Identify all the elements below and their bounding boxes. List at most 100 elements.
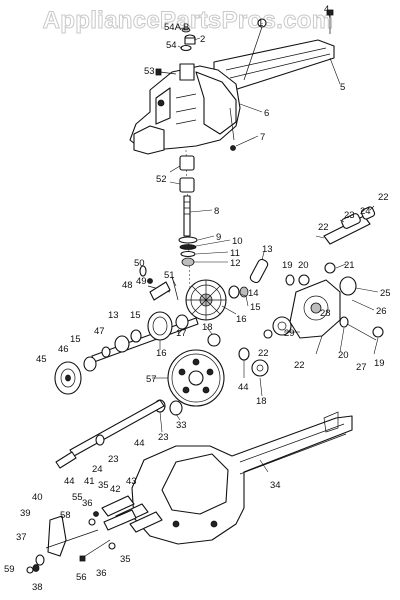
part-label-35a: 35	[98, 480, 109, 491]
shift-shaft-58	[45, 529, 99, 549]
differential-ring	[303, 295, 329, 321]
gear-18-upper	[207, 333, 221, 347]
part-label-23c: 23	[108, 454, 119, 465]
part-label-23b: 23	[158, 432, 169, 443]
part-label-45: 45	[36, 354, 47, 365]
part-label-54: 54	[166, 40, 177, 51]
leader-lines	[152, 11, 379, 473]
part-label-51: 51	[164, 270, 175, 281]
collar-17	[175, 314, 189, 330]
pulley-45-bore	[65, 374, 71, 382]
spring-36b	[108, 542, 116, 550]
pin-56	[81, 539, 111, 559]
part-label-22c: 22	[258, 348, 269, 359]
top-small-parts	[155, 9, 334, 151]
part-label-56: 56	[76, 572, 87, 583]
lower-case-tube	[239, 423, 347, 475]
housing-hole	[157, 99, 165, 107]
bevel-gear-29-hub	[277, 321, 287, 331]
part-label-1: 1	[258, 18, 263, 29]
lower-shaft	[55, 399, 165, 469]
shifter-assembly	[26, 495, 163, 574]
part-label-25: 25	[380, 288, 391, 299]
part-label-33: 33	[176, 420, 187, 431]
bearing-19a	[285, 274, 295, 286]
spring-36	[88, 518, 96, 526]
washer-20b	[339, 316, 349, 328]
pin-22c	[263, 329, 273, 339]
nut-7	[230, 145, 236, 151]
screw-4-head	[326, 9, 334, 16]
washer-21	[324, 262, 336, 274]
nut-19b	[372, 326, 384, 338]
washer-11	[180, 250, 196, 258]
spur-gear-57-rim	[171, 353, 221, 403]
part-label-26: 26	[376, 306, 387, 317]
part-label-22d: 22	[294, 360, 305, 371]
washer-14	[228, 285, 240, 299]
part-label-19b: 19	[374, 358, 385, 369]
part-label-12: 12	[230, 258, 241, 269]
spur-gear-assembly	[154, 349, 225, 416]
washer-15b	[130, 329, 142, 343]
part-label-50: 50	[134, 258, 145, 269]
part-label-20b: 20	[338, 350, 349, 361]
bushing-52-upper	[179, 155, 195, 171]
gear-hole-4	[182, 386, 190, 394]
part-label-36b: 36	[96, 568, 107, 579]
differential-assembly	[238, 206, 384, 377]
nut-59	[26, 566, 34, 574]
pinion-12	[181, 257, 195, 267]
part-label-38: 38	[32, 582, 43, 593]
housing-boss	[155, 87, 171, 125]
case-bolt-hole-2	[210, 520, 218, 528]
gear-18b-hub	[256, 364, 264, 372]
shift-parts	[139, 265, 179, 301]
vertical-shaft-stack	[178, 149, 198, 291]
part-label-24a: 24	[360, 206, 371, 217]
part-label-52: 52	[156, 174, 167, 185]
gear-hole-2	[206, 368, 214, 376]
center-axis	[185, 149, 191, 291]
bushing-52-lower	[179, 177, 195, 193]
part-label-16b: 16	[156, 348, 167, 359]
ring-38	[32, 564, 40, 572]
part-label-17: 17	[176, 328, 187, 339]
part-label-29: 29	[284, 328, 295, 339]
part-label-55: 55	[72, 492, 83, 503]
spacer-23	[341, 213, 361, 229]
part-label-59: 59	[4, 564, 15, 575]
part-label-46: 46	[58, 344, 69, 355]
part-label-35b: 35	[120, 554, 131, 565]
washer-39	[35, 554, 45, 566]
bevel-gear-assembly	[185, 258, 269, 347]
part-label-19a: 19	[282, 260, 293, 271]
ball-55	[93, 511, 99, 517]
shaft-splines	[184, 201, 190, 215]
part-label-7: 7	[260, 132, 265, 143]
part-label-49: 49	[136, 276, 147, 287]
shift-rail-41	[101, 495, 135, 517]
part-label-57: 57	[146, 374, 157, 385]
part-label-6: 6	[264, 108, 269, 119]
part-label-43: 43	[126, 476, 137, 487]
part-label-22b: 22	[318, 222, 329, 233]
shift-rail-43	[129, 511, 163, 533]
washer-9	[178, 236, 198, 244]
bearing-46	[83, 356, 97, 372]
housing-flange	[133, 125, 165, 155]
part-label-44c: 44	[64, 476, 75, 487]
pulley-45-inner	[60, 368, 76, 388]
part-label-21: 21	[344, 260, 355, 271]
pin-56-head	[79, 555, 86, 562]
differential-hub	[310, 302, 322, 314]
screw-53-shaft	[159, 71, 177, 75]
part-label-2: 2	[200, 34, 205, 45]
part-label-36a: 36	[82, 498, 93, 509]
gear-hole-5	[178, 368, 186, 376]
lower-case-cavity	[161, 453, 229, 515]
screw-7-shaft	[229, 107, 235, 141]
shift-lever-40	[47, 515, 67, 557]
